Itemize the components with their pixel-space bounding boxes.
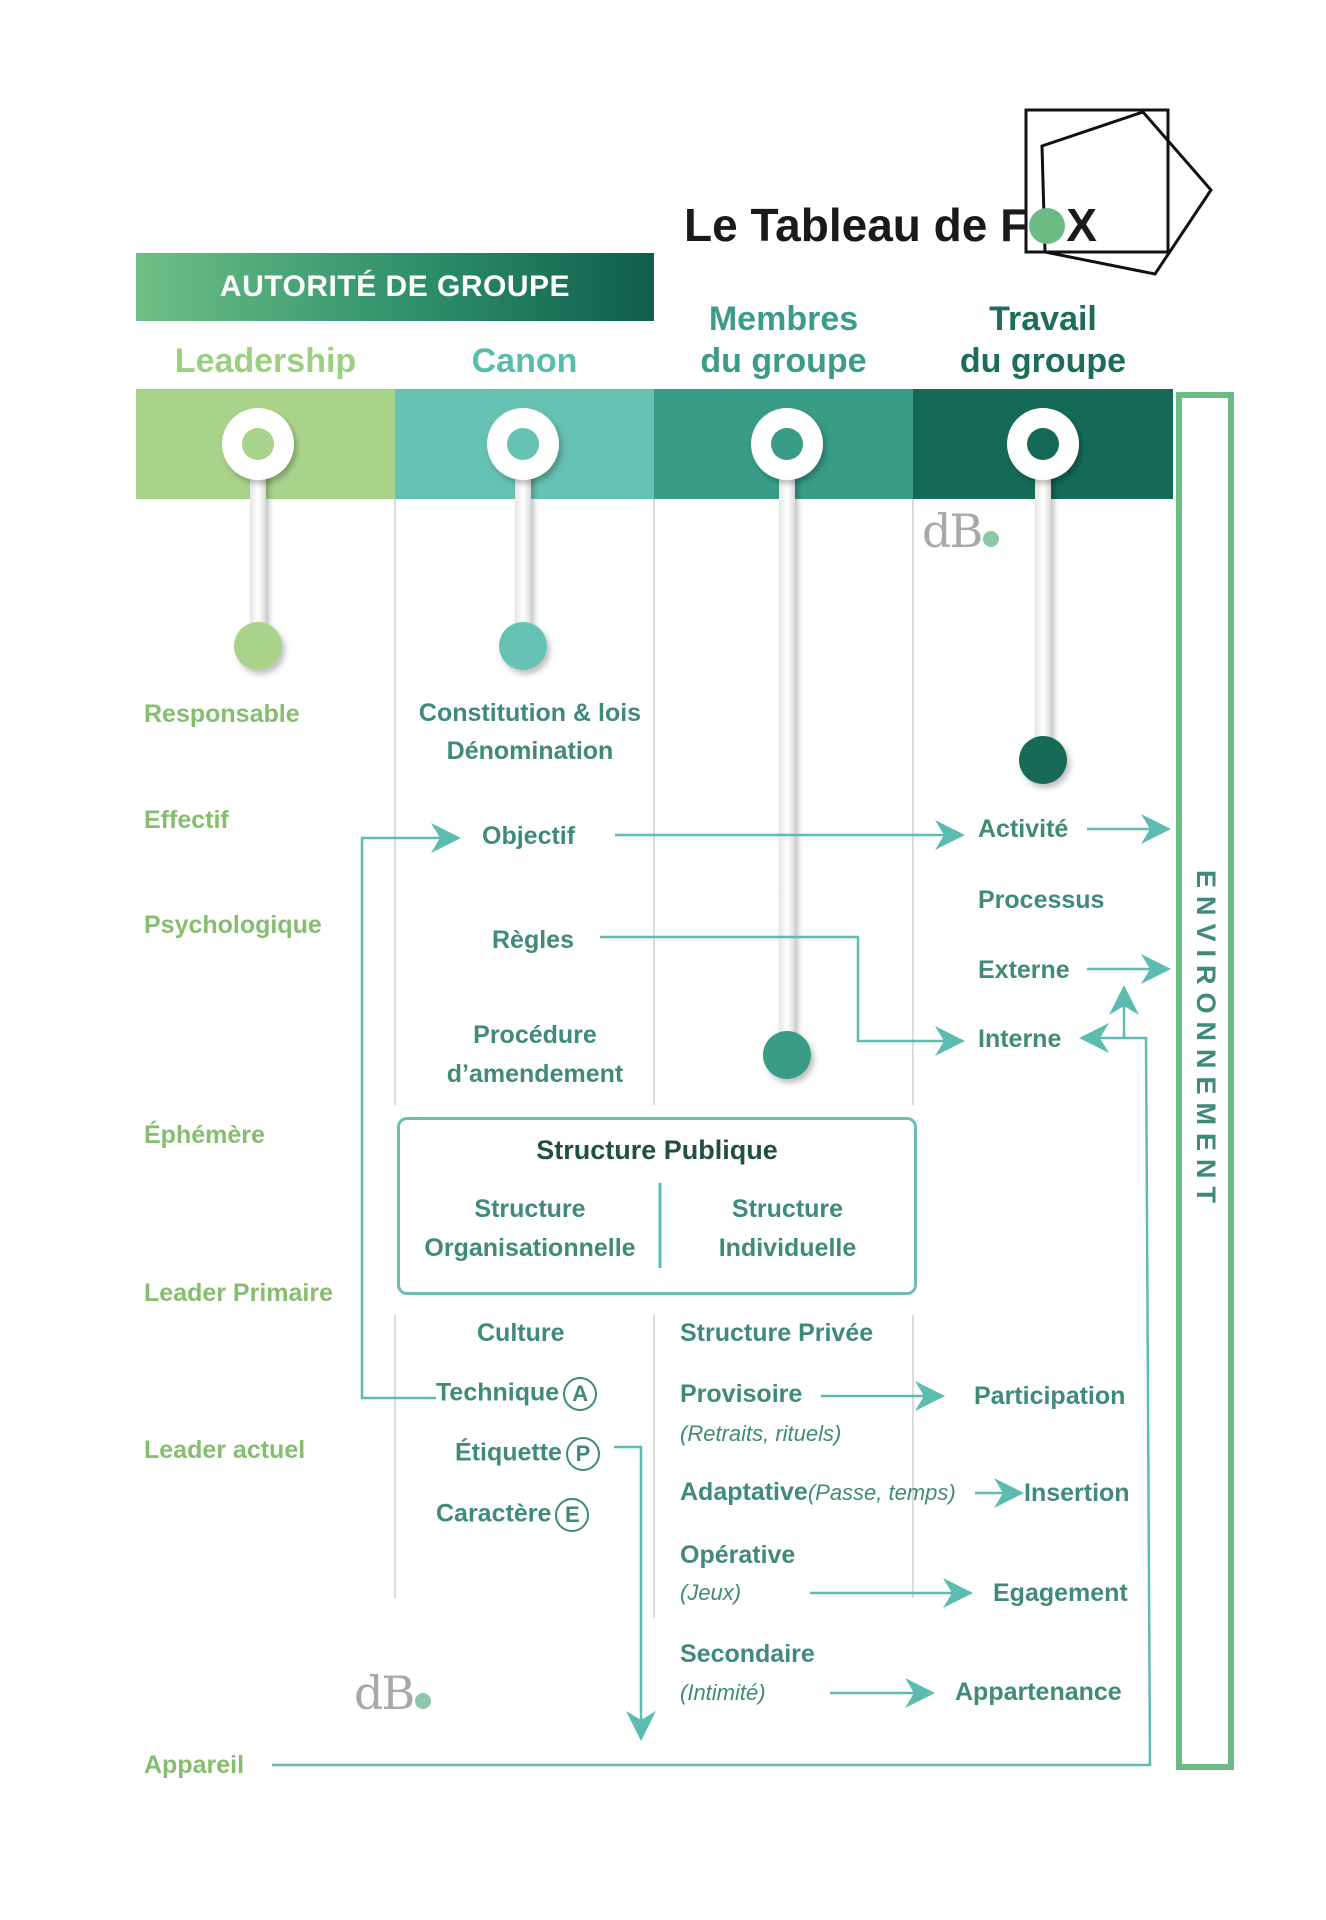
pin-end-work [1019, 736, 1067, 784]
pin-stem-leadership [250, 440, 266, 640]
db-logo-dot-icon [983, 531, 1000, 547]
column-header-members-line2: du groupe [700, 342, 867, 380]
label-activite: Activité [978, 815, 1069, 843]
title-suffix: X [1066, 199, 1097, 251]
label-objectif: Objectif [482, 822, 576, 850]
column-header-members-line1: Membres [708, 300, 859, 338]
pin-stem-members [779, 440, 795, 1040]
label-structure-ind-1: Structure [731, 1195, 844, 1223]
label-structure-ind-2: Individuelle [718, 1234, 857, 1262]
note-secondaire: (Intimité) [680, 1680, 766, 1705]
label-denomination: Dénomination [446, 737, 614, 765]
adaptative-row: Adaptative(Passe, temps) [680, 1478, 956, 1507]
label-secondaire: Secondaire [680, 1640, 815, 1668]
label-leader-primaire: Leader Primaire [144, 1279, 333, 1307]
pin-core-work [1027, 428, 1059, 460]
label-amendement: d’amendement [446, 1060, 624, 1088]
column-dividers [394, 499, 914, 1618]
db-logo-top-text: dB [922, 504, 983, 558]
note-provisoire: (Retraits, rituels) [680, 1421, 842, 1446]
label-insertion: Insertion [1024, 1479, 1130, 1507]
column-header-canon: Canon [471, 342, 578, 380]
label-etiquette: Étiquette [455, 1438, 562, 1467]
label-participation: Participation [974, 1382, 1126, 1410]
label-structure-privee: Structure Privée [680, 1319, 874, 1347]
db-logo-bottom: dB [354, 1666, 432, 1720]
label-environnement: ENVIRONNEMENT [1191, 870, 1221, 1212]
label-provisoire: Provisoire [680, 1380, 803, 1408]
label-ephemere: Éphémère [144, 1121, 265, 1149]
db-logo-bottom-text: dB [354, 1666, 415, 1720]
label-effectif: Effectif [144, 806, 229, 834]
fox-o-dot-icon [1029, 208, 1066, 244]
label-caractere: Caractère [436, 1499, 552, 1528]
label-culture: Culture [477, 1319, 565, 1347]
label-constitution: Constitution & lois [418, 699, 642, 727]
note-adaptative: (Passe, temps) [807, 1480, 956, 1505]
pin-stem-work [1035, 440, 1051, 760]
label-technique: Technique [436, 1378, 560, 1407]
arrow-regles-interne [600, 935, 965, 1056]
column-header-members: Membres du groupe [654, 298, 913, 382]
canon-procedure-block: Procédure d’amendement [395, 1016, 675, 1094]
arrow-etiquette-down [614, 1445, 656, 1741]
arrow-technique-objectif [360, 823, 461, 1400]
column-header-work: Travail du groupe [913, 298, 1173, 382]
label-adaptative: Adaptative [680, 1478, 808, 1506]
label-regles: Règles [492, 926, 574, 954]
label-leader-actuel: Leader actuel [144, 1436, 306, 1464]
environment-frame [1176, 392, 1234, 1770]
pin-core-leadership [242, 428, 274, 460]
pin-end-members [763, 1031, 811, 1079]
label-appartenance: Appartenance [955, 1678, 1122, 1706]
authority-banner: AUTORITÉ DE GROUPE [136, 253, 654, 321]
public-structure-org: Structure Organisationnelle [405, 1190, 655, 1268]
label-psychologique: Psychologique [144, 911, 322, 939]
note-operative: (Jeux) [680, 1580, 742, 1605]
canon-constitution-block: Constitution & lois Dénomination [395, 694, 665, 770]
public-structure-ind: Structure Individuelle [665, 1190, 910, 1268]
label-appareil: Appareil [144, 1751, 245, 1779]
public-structure-title: Structure Publique [536, 1135, 778, 1165]
label-processus: Processus [978, 886, 1105, 914]
badge-e: E [555, 1498, 590, 1532]
label-structure-org-1: Structure [474, 1195, 586, 1223]
column-header-leadership: Leadership [174, 342, 357, 380]
label-procedure: Procédure [473, 1021, 597, 1049]
pin-end-leadership [234, 622, 282, 670]
public-structure-box [397, 1117, 917, 1295]
page-title: Le Tableau de F X [684, 198, 1097, 252]
arrow-appareil-interne [272, 1023, 1152, 1767]
title-prefix: Le Tableau de F [684, 199, 1029, 251]
label-responsable: Responsable [144, 700, 300, 728]
pin-core-members [771, 428, 803, 460]
pin-core-canon [507, 428, 539, 460]
db-logo-dot-icon [415, 1693, 432, 1709]
badge-p: P [565, 1437, 600, 1471]
label-operative: Opérative [680, 1541, 796, 1569]
column-header-work-line2: du groupe [959, 342, 1127, 380]
db-logo-top: dB [922, 504, 1000, 558]
label-interne: Interne [978, 1025, 1062, 1053]
pin-stem-canon [515, 440, 531, 640]
label-structure-org-2: Organisationnelle [424, 1234, 636, 1262]
column-header-work-line1: Travail [989, 300, 1097, 338]
label-egagement: Egagement [993, 1579, 1128, 1607]
pin-end-canon [499, 622, 547, 670]
badge-a: A [563, 1377, 598, 1411]
label-externe: Externe [978, 956, 1070, 984]
